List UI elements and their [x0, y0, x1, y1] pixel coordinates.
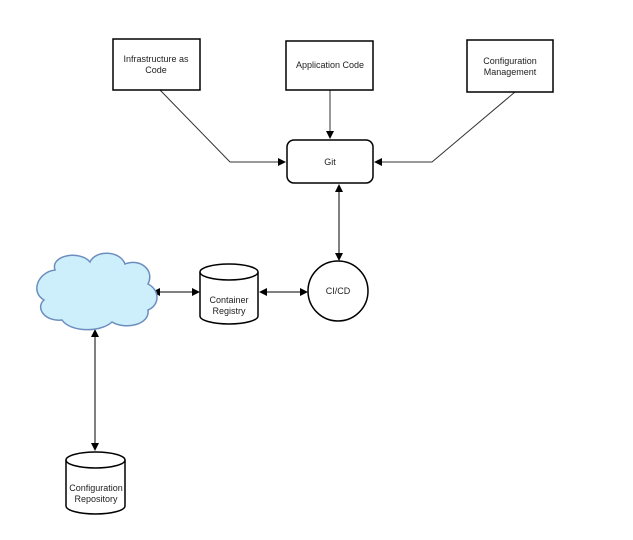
edge-config-to-git — [374, 91, 516, 166]
node-label: Code — [145, 65, 167, 75]
node-label: Configuration — [483, 56, 537, 66]
node-label: CI/CD — [326, 286, 351, 296]
node-cicd[interactable]: CI/CD — [307, 260, 369, 322]
node-label: Management — [484, 67, 537, 77]
node-label: Configuration — [69, 483, 123, 493]
node-label: Infrastructure as — [123, 54, 189, 64]
node-container-registry[interactable]: Container Registry — [199, 263, 259, 325]
node-label: Registry — [212, 306, 246, 316]
node-configuration-management[interactable]: Configuration Management — [466, 39, 554, 93]
node-label: Git — [324, 157, 336, 167]
node-label: Repository — [74, 494, 118, 504]
node-git[interactable]: Git — [286, 139, 374, 184]
edge-iac-to-git — [159, 89, 286, 166]
node-configuration-repository[interactable]: Configuration Repository — [65, 451, 126, 515]
node-label: Container — [209, 295, 248, 305]
node-cloud[interactable] — [36, 252, 158, 331]
node-label: Application Code — [296, 60, 364, 70]
node-infrastructure-as-code[interactable]: Infrastructure as Code — [112, 38, 201, 91]
node-application-code[interactable]: Application Code — [285, 40, 374, 91]
